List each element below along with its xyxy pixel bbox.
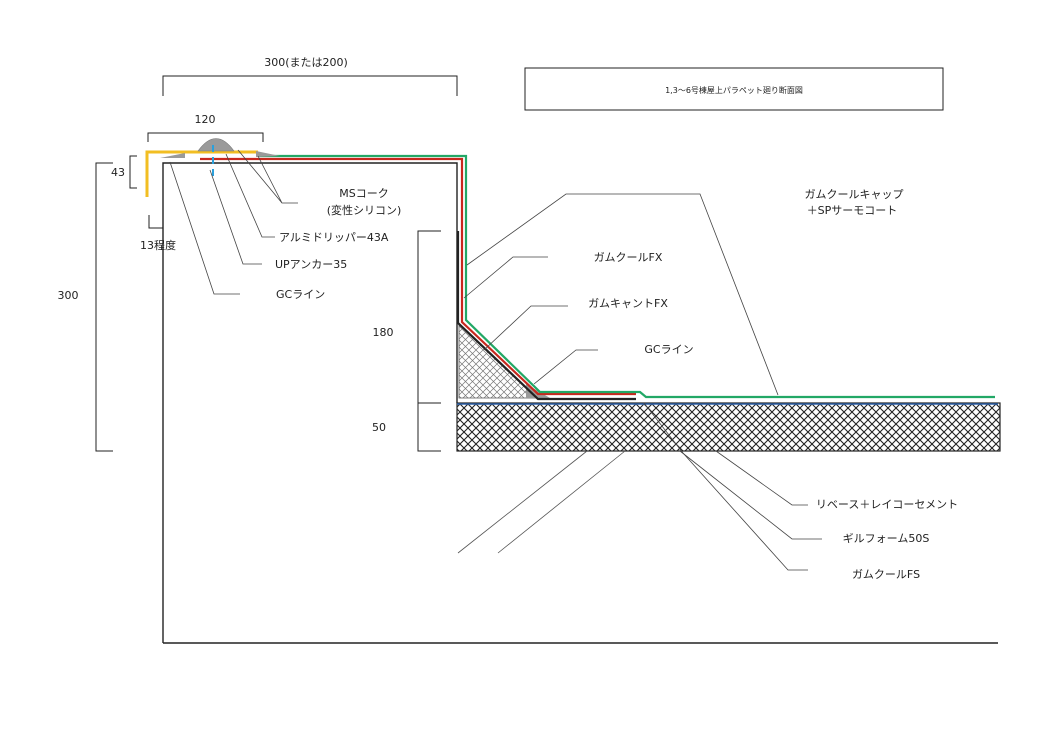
top-width-label: 300(または200) <box>264 56 348 69</box>
cap-width-label: 120 <box>195 113 216 126</box>
gc-line-bottom-label: GCライン <box>644 343 693 356</box>
cant-leader <box>483 305 568 351</box>
rivase-leader <box>715 450 808 506</box>
cap-coat-leader <box>466 193 779 396</box>
ms-caulk-leader <box>237 149 298 204</box>
ms-caulk-sealant-end <box>256 151 280 157</box>
cap-dimension-line <box>147 132 264 142</box>
title-box <box>524 67 944 111</box>
overhang-line <box>148 215 163 229</box>
fs-label: ガムクールFS <box>852 568 920 581</box>
fx-label: ガムクールFX <box>594 251 663 264</box>
top-dimension-line <box>162 75 458 96</box>
extension-lines <box>457 450 626 554</box>
green-coat <box>258 154 995 399</box>
gc-line-top-label: GCライン <box>276 288 325 301</box>
upturn-height-label: 180 <box>373 326 394 339</box>
overhang-label: 13程度 <box>140 238 176 252</box>
cap-height-label: 43 <box>111 166 125 179</box>
drip-leader <box>225 153 275 238</box>
gc-line-sealant-top <box>160 153 185 158</box>
cap-coat-label: ガムクールキャップ <box>805 188 904 201</box>
anchor-label: UPアンカー35 <box>275 258 347 271</box>
aluminum-drip-flashing <box>145 150 258 197</box>
gilfoam-label: ギルフォーム50S <box>843 532 930 545</box>
drawing-title: 1,3〜6号棟屋上パラペット廻り断面図 <box>665 85 803 95</box>
parapet-height-line <box>95 162 113 452</box>
insulation-layer <box>456 402 1001 452</box>
upturn-height-line <box>417 230 441 452</box>
rivase-label: リベース＋レイコーセメント <box>816 498 958 511</box>
black-membrane <box>456 231 636 401</box>
base-thickness-label: 50 <box>372 421 386 434</box>
ms-caulk-sealant <box>197 138 235 152</box>
fs-leader <box>643 402 808 571</box>
gilfoam-leader <box>679 450 822 540</box>
cap-coat-sub-label: ＋SPサーモコート <box>807 204 898 217</box>
ms-caulk-sub-label: (変性シリコン) <box>327 203 402 217</box>
drip-label: アルミドリッパー43A <box>279 231 389 244</box>
red-membrane <box>200 157 636 396</box>
gc-line-bottom-leader <box>533 349 598 385</box>
ms-caulk-label: MSコーク <box>339 187 388 200</box>
cap-height-line <box>129 155 137 189</box>
fx-leader <box>463 256 548 299</box>
parapet-height-label: 300 <box>58 289 79 302</box>
gc-line-top-leader <box>169 161 240 295</box>
anchor-leader <box>209 169 262 265</box>
cant-label: ガムキャントFX <box>588 297 668 310</box>
